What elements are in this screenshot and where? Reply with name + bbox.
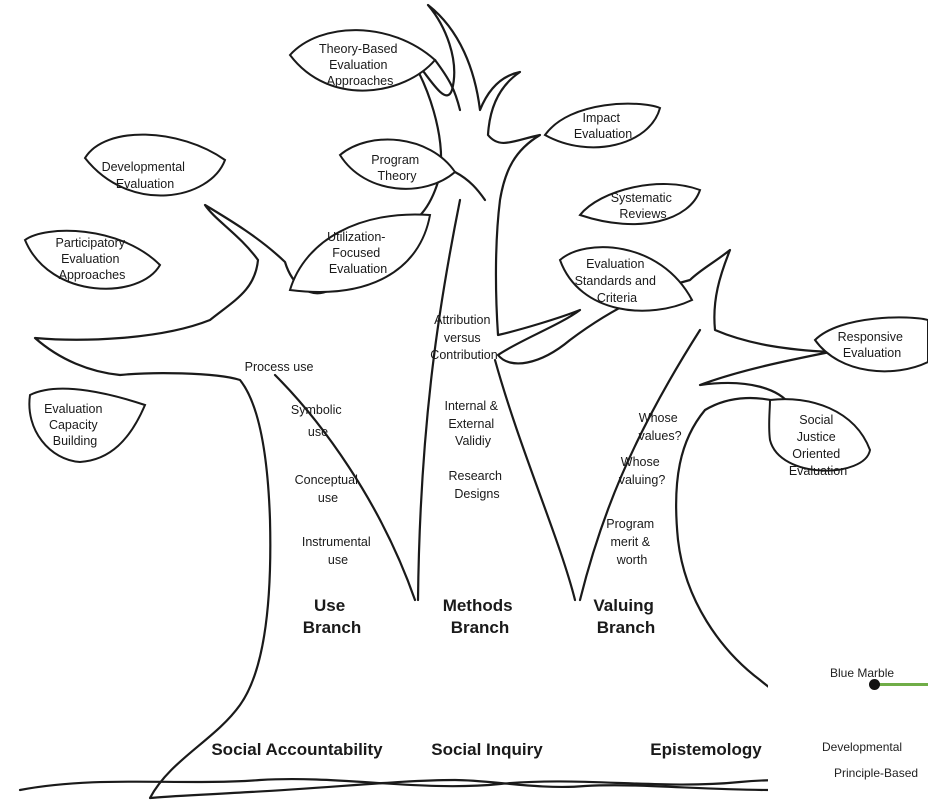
- leaf-label-standards: Evaluation Standards and Criteria: [575, 257, 660, 305]
- root-label-social-accountability: Social Accountability: [211, 740, 383, 759]
- label-symbolic-use: Symbolic use: [291, 403, 345, 439]
- leaf-label-theory-based: Theory-Based Evaluation Approaches: [319, 42, 401, 88]
- label-conceptual-use: Conceptual use: [295, 473, 362, 505]
- leaf-label-program-theory: Program Theory: [371, 153, 422, 183]
- leaf-systematic: [578, 183, 702, 226]
- leaf-label-responsive: Responsive Evaluation: [838, 330, 907, 360]
- inset-timeline-track: [874, 683, 928, 686]
- leaf-responsive: [813, 316, 928, 373]
- leaf-label-developmental: Developmental Evaluation: [102, 160, 189, 191]
- branch-label-valuing: Valuing Branch: [593, 596, 658, 637]
- inset-panel: Blue Marble Developmental Principle-Base…: [768, 478, 928, 806]
- branch-label-use: Use Branch: [303, 596, 362, 637]
- label-whose-valuing: Whose valuing?: [619, 455, 666, 487]
- label-validity: Internal & External Validiy: [445, 399, 502, 448]
- leaf-capacity: [28, 387, 147, 464]
- leaf-label-systematic: Systematic Reviews: [611, 191, 676, 221]
- leaf-impact: [543, 102, 662, 149]
- inset-label-principle-based: Principle-Based: [834, 766, 919, 780]
- inset-timeline-node: [869, 679, 880, 690]
- leaf-label-impact: Impact Evaluation: [574, 111, 632, 141]
- label-research-designs: Research Designs: [449, 469, 506, 501]
- leaf-social-justice: [768, 398, 872, 472]
- inner-line-use: [273, 373, 417, 602]
- inset-label-developmental: Developmental: [822, 740, 903, 754]
- label-whose-values: Whose values?: [638, 411, 681, 443]
- label-program-merit: Program merit & worth: [606, 517, 657, 567]
- leaf-developmental: [83, 133, 227, 197]
- leaf-standards: [558, 246, 694, 312]
- inner-line-methods: [416, 198, 462, 602]
- inner-line-valuing-b: [578, 328, 702, 602]
- branch-label-methods: Methods Branch: [443, 596, 518, 637]
- leaf-label-capacity: Evaluation Capacity Building: [44, 402, 106, 448]
- root-label-epistemology: Epistemology: [650, 740, 762, 759]
- leaf-utilization: [288, 213, 432, 293]
- leaf-program-theory: [338, 138, 487, 202]
- leaf-theory-based: [288, 29, 462, 112]
- inner-line-valuing: [493, 358, 577, 602]
- inset-label-blue-marble: Blue Marble: [830, 666, 895, 680]
- leaf-label-utilization: Utilization- Focused Evaluation: [327, 230, 389, 276]
- root-label-social-inquiry: Social Inquiry: [431, 740, 543, 759]
- label-attribution: Attribution versus Contribution: [430, 313, 497, 362]
- leaf-label-social-justice: Social Justice Oriented Evaluation: [789, 413, 847, 478]
- leaf-participatory: [23, 229, 162, 290]
- label-process-use: Process use: [245, 360, 314, 374]
- label-instrumental-use: Instrumental use: [302, 535, 374, 567]
- leaf-label-participatory: Participatory Evaluation Approaches: [56, 236, 129, 282]
